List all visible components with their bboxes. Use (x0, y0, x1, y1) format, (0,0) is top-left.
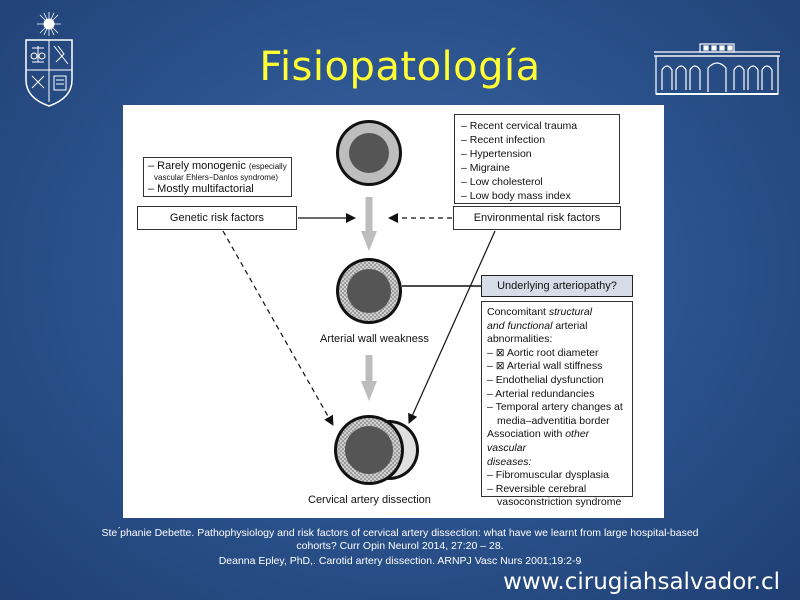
genetic-cause-2: – Mostly multifactorial (148, 183, 254, 195)
genetic-cause-1: – Rarely monogenic (148, 160, 246, 172)
reference-1-line-1: Ste ́phanie Debette. Pathophysiology and… (101, 527, 699, 539)
genetic-risk-factors-label: Genetic risk factors (137, 206, 297, 230)
underlying-arteriopathy-label: Underlying arteriopathy? (481, 275, 633, 297)
environmental-causes-box: – Recent cervical trauma – Recent infect… (454, 114, 620, 204)
weakened-artery-cross-section (336, 258, 402, 324)
association-italic: diseases: (487, 455, 532, 468)
env-cause-item: – Low cholesterol (461, 176, 543, 188)
genetic-to-dissection-arrow (222, 230, 334, 426)
intro-italic: and (487, 319, 505, 332)
abnormality-item: – Endothelial dysfunction (487, 373, 604, 386)
reference-1-line-2: cohorts? Curr Opin Neurol 2014, 27:20 – … (296, 540, 504, 552)
genetic-causes-box: – Rarely monogenic (especially vascular … (143, 157, 292, 197)
env-cause-item: – Low body mass index (461, 190, 571, 202)
abnormalities-intro-3: abnormalities: (487, 333, 553, 346)
abnormalities-intro-1: Concomitant structural (487, 306, 627, 320)
genetic-cause-1-note: (especially (248, 162, 287, 171)
diagram-graphics (222, 120, 496, 485)
reference-epley: Deanna Epley, PhD,. Carotid artery disse… (218, 555, 582, 567)
env-cause-item: – Recent infection (461, 134, 546, 146)
abnormality-item: – ⊠ Aortic root diameter (487, 346, 599, 359)
genetic-cause-1-note-2: vascular Ehlers–Danlos syndrome) (154, 173, 279, 182)
association-text: Association with (487, 428, 563, 441)
abnormality-item: – Temporal artery changes at (487, 401, 623, 414)
association-italic: other vascular (487, 428, 590, 454)
reference-debette: Ste ́phanie Debette. Pathophysiology and… (40, 527, 760, 553)
disease-item: – Reversible cerebral (487, 482, 587, 495)
arterial-wall-weakness-caption: Arterial wall weakness (320, 333, 429, 345)
intro-italic: functional (507, 319, 553, 332)
disease-item: – Fibromuscular dysplasia (487, 469, 609, 482)
env-cause-item: – Recent cervical trauma (461, 120, 578, 132)
dissected-artery-cross-section (334, 415, 419, 485)
association-heading: Association with other vascular (487, 428, 627, 455)
cervical-artery-dissection-caption: Cervical artery dissection (308, 494, 431, 506)
abnormality-item-continuation: media–adventitia border (497, 414, 610, 427)
arterial-abnormalities-box: Concomitant structural and functional ar… (481, 301, 633, 508)
slide-title: Fisiopatología (259, 44, 541, 90)
environmental-risk-factors-label: Environmental risk factors (453, 206, 621, 230)
pathophysiology-diagram: – Rarely monogenic (especially vascular … (123, 105, 664, 518)
env-cause-item: – Migraine (461, 162, 511, 174)
hospital-building-icon (654, 43, 780, 95)
abnormality-item: – ⊠ Arterial wall stiffness (487, 360, 603, 373)
university-emblem-icon (25, 12, 73, 107)
abnormality-item: – Arterial redundancies (487, 387, 595, 400)
env-cause-item: – Hypertension (461, 148, 532, 160)
intro-text: Concomitant (487, 306, 546, 318)
association-heading-2: diseases: (487, 456, 627, 470)
environmental-causes-list: – Recent cervical trauma – Recent infect… (461, 119, 613, 203)
disease-item-continuation: vasoconstriction syndrome (497, 496, 622, 509)
abnormalities-intro-2: and functional arterial (487, 320, 627, 334)
intro-italic: structural (548, 306, 593, 318)
normal-artery-cross-section (336, 120, 402, 186)
website-url: www.cirugiahsalvador.cl (503, 569, 780, 595)
environment-to-dissection-arrow (408, 230, 496, 424)
intro-text: arterial (555, 319, 588, 332)
